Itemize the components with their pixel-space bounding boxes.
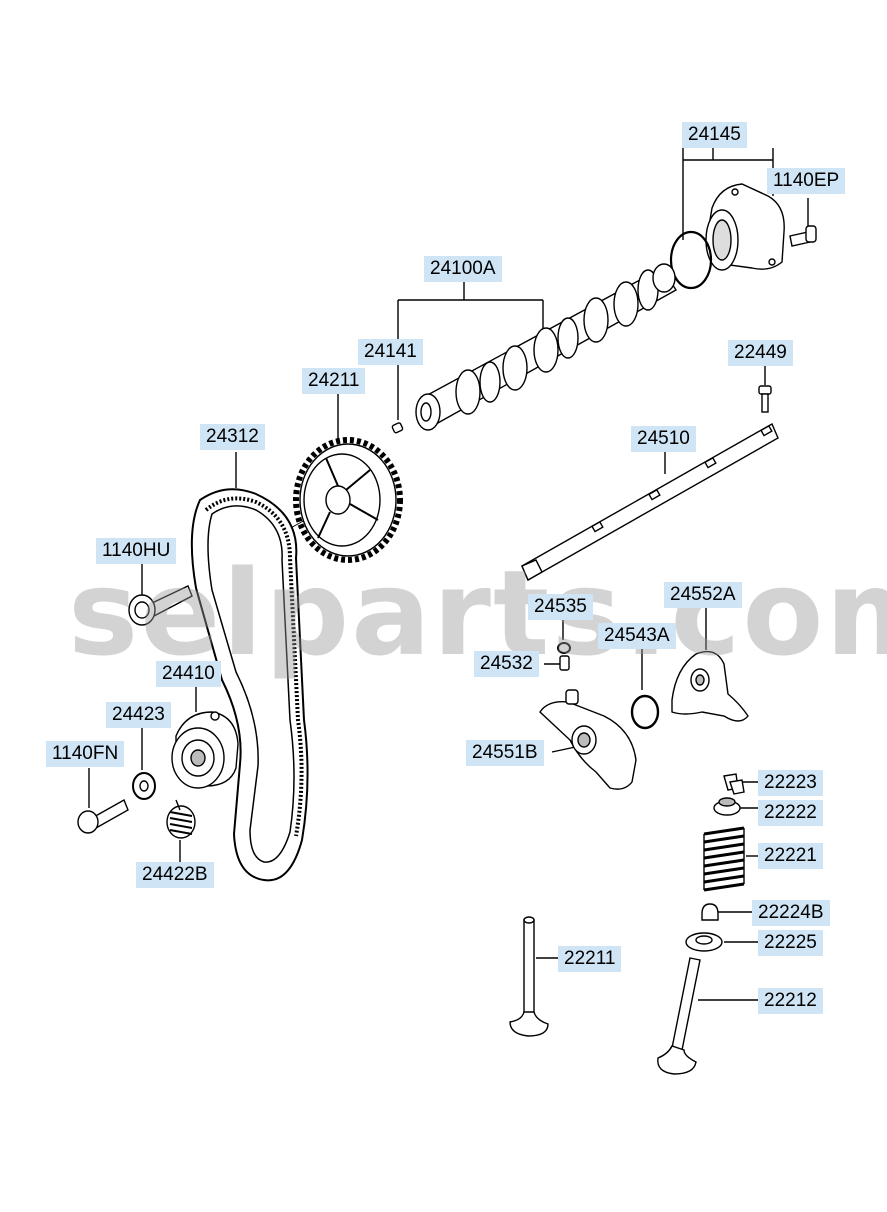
part-label-22225[interactable]: 22225: [758, 930, 823, 956]
part-label-24423[interactable]: 24423: [106, 702, 171, 728]
part-label-24100a[interactable]: 24100A: [424, 256, 502, 282]
part-label-22449[interactable]: 22449: [728, 340, 793, 366]
part-label-24552a[interactable]: 24552A: [664, 582, 742, 608]
part-label-24543a[interactable]: 24543A: [598, 623, 676, 649]
part-label-24141[interactable]: 24141: [358, 339, 423, 365]
spring-seat-22225: [685, 932, 723, 952]
part-label-22224b[interactable]: 22224B: [752, 900, 830, 926]
part-label-1140ep[interactable]: 1140EP: [767, 168, 846, 194]
part-label-22211[interactable]: 22211: [558, 946, 622, 972]
part-label-24535[interactable]: 24535: [528, 594, 593, 620]
part-label-1140fn[interactable]: 1140FN: [46, 741, 125, 767]
timing-belt-24312: [190, 488, 309, 882]
bolt-22449: [758, 385, 772, 413]
rocker-shaft-24510: [521, 423, 779, 581]
cam-sprocket-24211: [293, 437, 403, 563]
part-label-22212[interactable]: 22212: [758, 988, 823, 1014]
valve-cotter-22223: [723, 773, 745, 795]
valve-22212: [657, 957, 701, 1075]
part-label-1140hu[interactable]: 1140HU: [96, 538, 177, 564]
rocker-arm-24552a: [671, 650, 749, 722]
part-label-24532[interactable]: 24532: [474, 651, 539, 677]
tensioner-pulley-24410: [171, 711, 239, 789]
bolt-1140hu: [128, 585, 193, 626]
o-ring-24543a: [630, 694, 660, 730]
o-ring-24145: [669, 230, 713, 290]
camshaft-housing-24145: [705, 183, 785, 271]
part-label-24422b[interactable]: 24422B: [136, 862, 214, 888]
nut-24535: [557, 642, 571, 654]
retainer-22222: [713, 797, 741, 816]
adjust-screw-24532: [559, 655, 570, 671]
valve-seal-22224b: [701, 903, 719, 921]
spring-24422b: [166, 799, 196, 839]
part-label-24312[interactable]: 24312: [200, 424, 265, 450]
camshaft-24100a: [415, 263, 677, 431]
part-label-22223[interactable]: 22223: [758, 770, 823, 796]
bolt-1140fn: [77, 798, 129, 834]
part-label-24551b[interactable]: 24551B: [466, 740, 544, 766]
valve-22211: [509, 916, 549, 1037]
valve-spring-22221: [703, 826, 745, 892]
leader-lines: [88, 148, 809, 1001]
part-label-22221[interactable]: 22221: [758, 843, 823, 869]
part-label-24410[interactable]: 24410: [156, 661, 221, 687]
part-label-24145[interactable]: 24145: [682, 122, 747, 148]
part-label-24510[interactable]: 24510: [631, 426, 696, 452]
washer-24423: [132, 772, 156, 800]
key-24141: [391, 422, 404, 434]
part-label-24211[interactable]: 24211: [302, 368, 366, 394]
part-label-22222[interactable]: 22222: [758, 800, 823, 826]
bolt-1140ep: [789, 225, 817, 247]
rocker-arm-24551b: [539, 689, 637, 790]
